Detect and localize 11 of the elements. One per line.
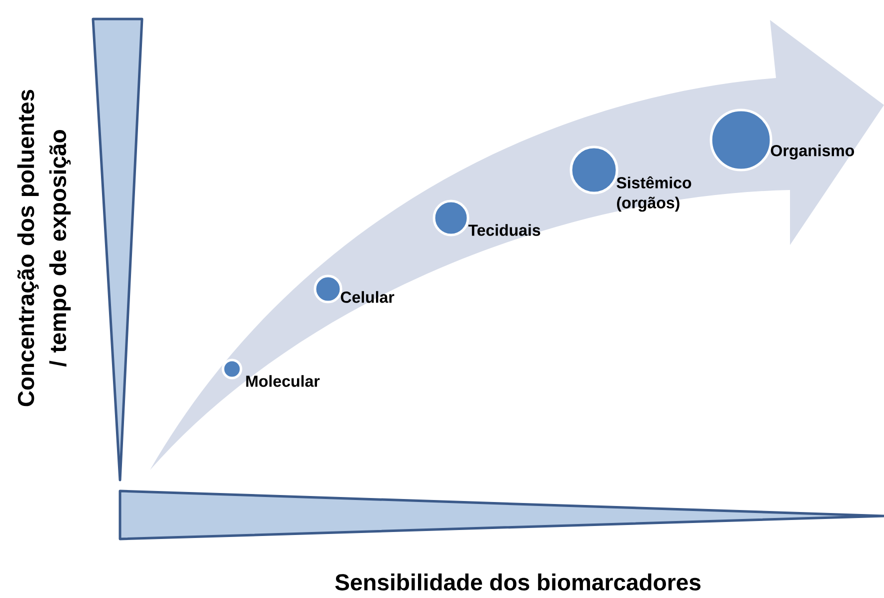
dot [432, 200, 470, 236]
node-label: Teciduais [468, 224, 540, 236]
axis-title: Concentração dos poluentes / tempo de exposição [17, 90, 71, 406]
axis-title: Sensibilidade dos biomarcadores [335, 574, 700, 590]
dot [710, 108, 772, 172]
dot [570, 146, 618, 194]
node-label: Molecular [246, 375, 320, 387]
node-label: Organismo [770, 144, 854, 160]
node-label: Sistêmico (orgãos) [616, 176, 692, 212]
dot [222, 358, 242, 380]
node-label: Celular [340, 291, 394, 303]
